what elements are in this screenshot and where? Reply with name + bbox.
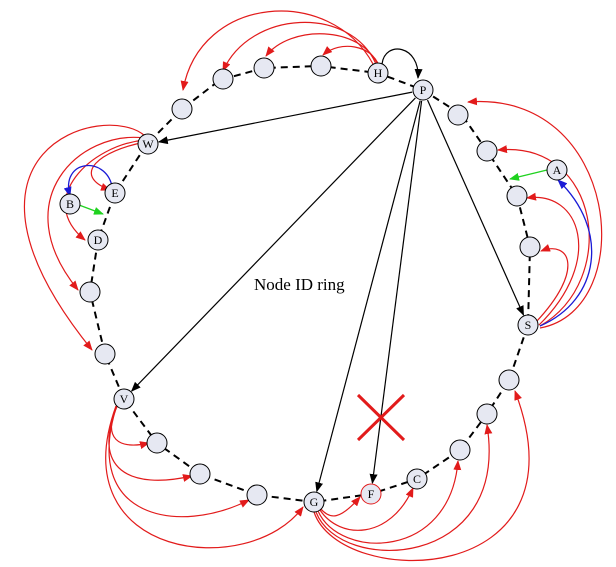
lookup-edge-P-S	[426, 99, 525, 316]
ring-node	[253, 57, 275, 79]
node-C: C	[406, 468, 428, 490]
finger-arc	[526, 192, 580, 326]
finger-links	[23, 10, 603, 562]
ring-node	[506, 185, 528, 207]
ring-node	[79, 281, 101, 303]
node-P: P	[412, 79, 434, 101]
node-G: G	[303, 491, 325, 513]
node-B: B	[59, 193, 81, 215]
ring-node	[212, 68, 234, 90]
ring-node	[519, 236, 541, 258]
node-label-P: P	[420, 83, 427, 97]
node-label-G: G	[310, 495, 319, 509]
green-link-B-D	[78, 204, 104, 215]
finger-arc	[222, 21, 377, 72]
lookup-edge-P-G	[315, 100, 421, 493]
finger-arc	[315, 424, 493, 551]
node-label-V: V	[120, 392, 129, 406]
node-label-C: C	[413, 472, 421, 486]
finger-arc	[313, 390, 530, 562]
node-F-failed: F	[360, 483, 382, 505]
lookup-edge-P-V	[130, 97, 416, 392]
finger-arc	[108, 404, 250, 518]
node-V: V	[113, 388, 135, 410]
finger-arc	[47, 136, 145, 291]
finger-arc	[467, 97, 603, 329]
lookup-edge-P-W	[157, 91, 413, 145]
finger-arc	[497, 145, 590, 327]
node-label-W: W	[142, 137, 154, 151]
ring-node	[94, 343, 116, 365]
ring-node	[189, 463, 211, 485]
ring-title: Node ID ring	[254, 275, 345, 294]
finger-arc	[319, 487, 414, 531]
lookup-edge-P-F	[369, 100, 423, 485]
finger-arc	[322, 45, 380, 67]
finger-arc	[64, 139, 146, 241]
node-label-B: B	[66, 197, 74, 211]
node-label-E: E	[111, 186, 118, 200]
failure-cross-icon	[356, 393, 406, 442]
self-loop-H	[381, 48, 423, 79]
ring-node	[146, 432, 168, 454]
ring-node	[498, 369, 520, 391]
blue-link-S-A	[539, 179, 593, 327]
node-label-D: D	[94, 233, 103, 247]
finger-arc	[90, 141, 147, 191]
node-W: W	[137, 133, 159, 155]
finger-arc	[180, 10, 374, 91]
finger-arc	[319, 496, 361, 517]
ring-node	[310, 55, 332, 77]
node-H: H	[367, 62, 389, 84]
finger-arc	[535, 244, 569, 323]
node-A: A	[546, 159, 568, 181]
node-S: S	[517, 314, 539, 336]
node-label-A: A	[553, 163, 562, 177]
ring-node	[476, 140, 498, 162]
finger-arc	[317, 460, 462, 544]
ring-node	[171, 98, 193, 120]
blue-link-E-B	[63, 164, 113, 197]
finger-arc	[105, 405, 304, 549]
node-E: E	[104, 182, 126, 204]
finger-arc	[23, 124, 146, 351]
node-label-S: S	[525, 318, 532, 332]
ring-node	[476, 403, 498, 425]
ring-nodes-unlabeled	[79, 55, 541, 506]
ring-node	[447, 104, 469, 126]
ring-node	[449, 439, 471, 461]
node-label-F: F	[368, 487, 375, 501]
green-link-A-node	[509, 169, 548, 181]
node-label-H: H	[374, 66, 383, 80]
id-ring	[88, 64, 532, 504]
node-D: D	[87, 229, 109, 251]
ring-node	[246, 484, 268, 506]
